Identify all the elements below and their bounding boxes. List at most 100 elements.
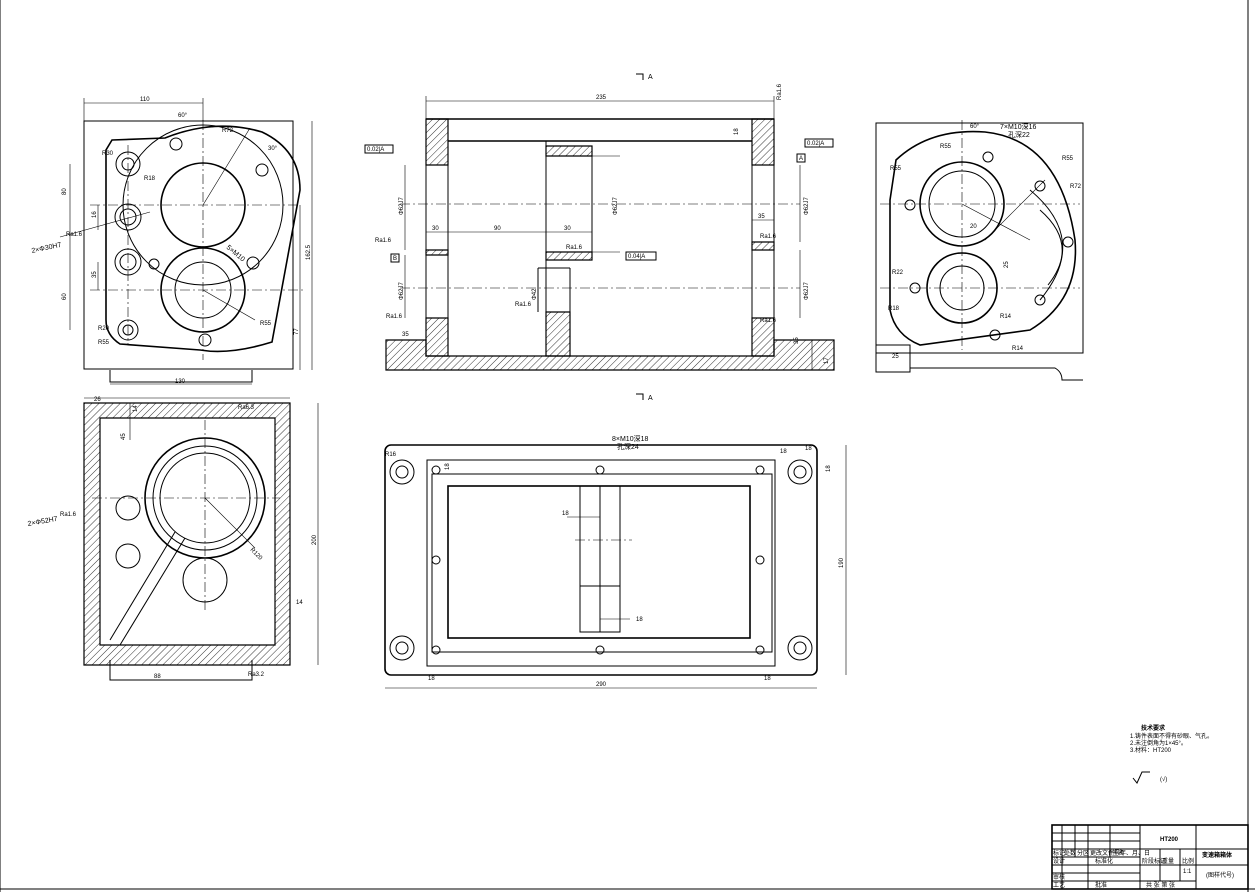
tb-label-sheets: 共 张 第 张 xyxy=(1146,881,1175,889)
callout-2xphi52: 2×Φ52H7 xyxy=(27,516,58,528)
technical-notes: 技术要求 1.铸件表面不得有砂眼、气孔。 2.未注倒角为1×45°。 3.材料：… xyxy=(1130,724,1213,784)
ra-2: Ra1.6 xyxy=(566,245,583,251)
tb-label-count: 处数 xyxy=(1064,849,1076,857)
scale: 1:1 xyxy=(1183,869,1192,875)
dim-phi-2: Φ62J7 xyxy=(399,282,405,300)
callout-2xphi30: 2×Φ30H7 xyxy=(31,242,62,255)
dim-35: 35 xyxy=(92,271,98,278)
ra-4: Ra1.6 xyxy=(386,314,403,320)
ra-5: Ra1.6 xyxy=(760,234,777,240)
dim-77: 77 xyxy=(294,328,300,335)
tb-label-weight: 重量 xyxy=(1162,857,1174,865)
r-side-8: R22 xyxy=(892,270,904,276)
r-side-3: R72 xyxy=(1070,184,1082,190)
dim-20: 20 xyxy=(970,224,977,230)
dim-45: 45 xyxy=(121,433,127,440)
dim-14: 14 xyxy=(133,405,139,412)
r-side-5: R18 xyxy=(888,306,900,312)
angle-60-r: 60° xyxy=(970,124,980,130)
bottom-plan-view: 8×M10深18 孔深24 18 18 18 18 18 18 18 18 19… xyxy=(384,434,847,689)
drawing-no: (图样代号) xyxy=(1206,871,1234,879)
dim-16: 16 xyxy=(92,211,98,218)
dim-130: 130 xyxy=(175,379,186,385)
r-side-7: R14 xyxy=(1012,346,1024,352)
dim-14-b: 14 xyxy=(296,600,303,606)
radius-r120: R120 xyxy=(249,547,264,562)
dim-26: 26 xyxy=(94,397,101,403)
dim-25-b: 25 xyxy=(892,354,899,360)
dim-35-b: 35 xyxy=(794,337,800,344)
tb-label-date: 年、月、日 xyxy=(1120,849,1150,857)
section-mark-bottom: A xyxy=(648,395,653,402)
hole-9 xyxy=(198,333,212,347)
ra-default: (√) xyxy=(1160,776,1167,783)
tb-label-mark: 标记 xyxy=(1053,849,1065,857)
dim-110: 110 xyxy=(140,97,150,103)
dim-17: 17 xyxy=(824,357,830,364)
hole-7 xyxy=(255,163,269,177)
dim-18-f: 18 xyxy=(826,465,832,472)
dim-60: 60 xyxy=(62,293,68,300)
dim-phi-5: Φ62J7 xyxy=(804,282,810,300)
dim-30-a: 30 xyxy=(432,226,439,232)
tb-label-sign: 签名 xyxy=(1112,849,1124,857)
dim-235: 235 xyxy=(596,95,607,101)
callout-5xm10: 5×M10 xyxy=(225,244,246,263)
housing-profile xyxy=(105,125,301,353)
tb-label-approve: 批准 xyxy=(1095,881,1107,889)
dim-190: 190 xyxy=(839,557,845,568)
callout-depth24: 孔深24 xyxy=(617,442,639,451)
dim-290: 290 xyxy=(596,682,607,688)
right-side-view: 7×M10深16 孔深22 20 60° 25 25 R55 R55 R72 R… xyxy=(875,120,1084,381)
ra-3: Ra1.6 xyxy=(515,302,532,308)
dim-25: 25 xyxy=(1004,261,1010,268)
tb-label-stage: 阶段标记 xyxy=(1142,857,1166,865)
gtol-3: 0.04|A xyxy=(628,254,645,260)
dim-phi-3: Φ62J7 xyxy=(613,197,619,215)
dim-18: 18 xyxy=(734,128,740,135)
notes-title: 技术要求 xyxy=(1141,724,1166,732)
tb-label-zone: 分区 xyxy=(1077,849,1089,857)
dim-35-right: 35 xyxy=(758,214,765,220)
dim-18-e: 18 xyxy=(805,446,812,452)
dim-88: 88 xyxy=(154,674,161,680)
dim-80: 80 xyxy=(62,188,68,195)
ra-1-6-bl: Ra1.6 xyxy=(60,512,77,518)
hole-5 xyxy=(148,258,160,270)
radius-r20: R20 xyxy=(98,326,110,332)
dim-90: 90 xyxy=(494,226,501,232)
dim-18-b: 18 xyxy=(636,617,643,623)
ra-7: Ra1.6 xyxy=(777,83,783,100)
tb-label-std: 标准化 xyxy=(1095,857,1113,865)
top-left-view: 110 130 80 60 16 35 77 162.5 60° 30° R72… xyxy=(31,97,313,385)
radius-r16: R16 xyxy=(385,452,397,458)
hole-6 xyxy=(169,137,183,151)
tb-label-check: 审核 xyxy=(1053,873,1065,881)
ra-6-3: Ra6.3 xyxy=(238,405,255,411)
tb-label-scale: 比例 xyxy=(1182,857,1194,865)
ra-6: Ra1.6 xyxy=(760,318,777,324)
dim-18-h: 18 xyxy=(780,449,787,455)
gtol-1: 0.02|A xyxy=(367,147,384,153)
hole-8 xyxy=(246,256,260,270)
base-foot xyxy=(109,370,253,383)
dim-18-g: 18 xyxy=(445,463,451,470)
dim-phi-42: Φ42 xyxy=(532,288,538,300)
plate-outline xyxy=(83,120,294,370)
r-side-4: R55 xyxy=(1062,156,1074,162)
tb-label-change: 更改文件号 xyxy=(1090,849,1120,857)
angle-60: 60° xyxy=(178,113,188,119)
tb-label-design: 设计 xyxy=(1053,857,1065,865)
callout-8xm10: 8×M10深18 xyxy=(612,434,648,443)
r-side-6: R14 xyxy=(1000,314,1012,320)
callout-depth22: 孔深22 xyxy=(1008,130,1030,139)
gtol-2: 0.02|A xyxy=(807,141,824,147)
dim-30-b: 30 xyxy=(564,226,571,232)
dim-35-left: 35 xyxy=(402,332,409,338)
notes-line-3: 3.材料：HT200 xyxy=(1130,746,1172,754)
dim-200: 200 xyxy=(312,534,318,545)
dim-18-c: 18 xyxy=(428,676,435,682)
dim-18-d: 18 xyxy=(764,676,771,682)
ra-top-left: Ra1.6 xyxy=(66,232,83,238)
